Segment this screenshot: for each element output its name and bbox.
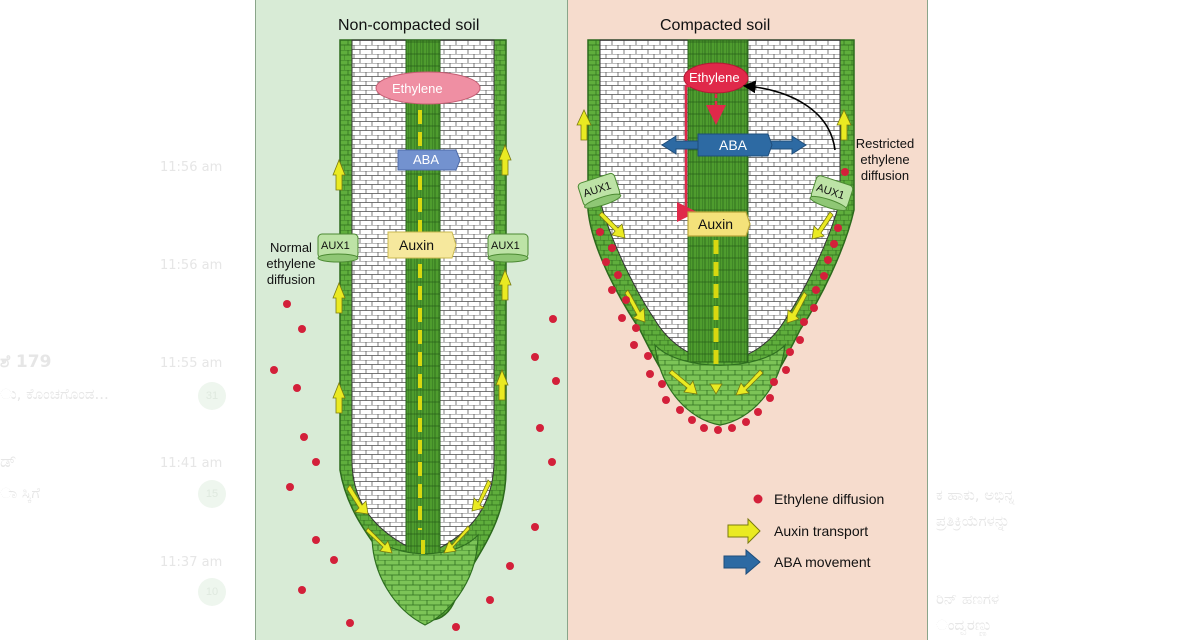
legend-dot-icon <box>753 494 763 504</box>
bg-unread-badge: 15 <box>198 480 226 508</box>
left-root <box>339 39 507 626</box>
right-aux1-right <box>809 175 854 211</box>
right-auxin-label: Auxin <box>698 216 734 232</box>
restricted-diffusion-label: Restricted ethylene diffusion <box>855 136 915 183</box>
bg-time: 11:41 am <box>160 456 223 471</box>
left-aux1-left-label: AUX1 <box>321 240 350 252</box>
left-aux1-left <box>317 233 359 263</box>
legend-auxin-label: Auxin transport <box>774 523 869 539</box>
left-aba-box <box>397 149 461 171</box>
bg-preview: ಕ ಹಾಕು, ಅಭಿನ್ನ <box>936 486 1015 504</box>
left-aux1-right <box>487 233 529 263</box>
ethylene-to-auxin-line <box>684 84 690 212</box>
bg-title: ಡ್ <box>0 452 17 472</box>
bg-time: 11:56 am <box>160 258 223 273</box>
left-aux1-right-label: AUX1 <box>491 240 520 252</box>
legend-ethylene-label: Ethylene diffusion <box>774 491 885 507</box>
right-aba-arrows <box>661 133 807 157</box>
restricted-feedback-arrow <box>742 80 836 151</box>
left-auxin-arrows <box>418 110 425 555</box>
right-aba-box <box>697 133 773 157</box>
bg-title: ಶೆ 179 <box>0 352 52 372</box>
right-ethylene-ellipse <box>683 62 749 94</box>
bg-time: 11:37 am <box>160 555 223 570</box>
right-aux1-left <box>577 172 622 209</box>
bg-time: 11:55 am <box>160 356 223 371</box>
legend-aba-label: ABA movement <box>774 554 871 570</box>
left-side-arrows <box>332 143 512 554</box>
normal-diffusion-label: Normal ethylene diffusion <box>266 240 316 287</box>
bg-preview: ರಿನ್ ಹಣಗಳ <box>936 590 1000 608</box>
right-root <box>587 39 855 426</box>
bg-preview: ು, ಕೊಂಚಗೊಂಡ... <box>0 385 109 403</box>
bg-preview: ಂದ್ವರಣ್ಣು <box>936 616 993 634</box>
left-ethylene-label: Ethylene <box>392 81 443 96</box>
legend-auxin-arrow-icon <box>727 517 761 545</box>
left-auxin-label: Auxin <box>399 237 435 253</box>
right-auxin-box <box>687 211 751 237</box>
bg-unread-badge: 31 <box>198 382 226 410</box>
right-panel-title: Compacted soil <box>660 17 771 34</box>
left-ethylene-dots <box>270 300 560 631</box>
right-ethylene-dots <box>596 168 849 434</box>
bg-time: 11:56 am <box>160 160 223 175</box>
left-aba-label: ABA <box>413 152 440 167</box>
right-side-arrows <box>576 109 852 396</box>
bg-preview: ಾ ಸ್ಕಿಗೆ <box>0 484 41 502</box>
bg-unread-badge: 10 <box>198 578 226 606</box>
right-ethylene-label: Ethylene <box>689 70 740 85</box>
left-panel-title: Non-compacted soil <box>338 17 480 34</box>
left-auxin-box <box>387 231 457 259</box>
legend-aba-arrow-icon <box>723 548 761 576</box>
right-aba-label: ABA <box>719 137 748 153</box>
bg-preview: ಪ್ರತಿಕ್ರಿಯೆಗಳನ್ನು <box>936 512 1010 530</box>
left-ethylene-ellipse <box>375 71 481 105</box>
